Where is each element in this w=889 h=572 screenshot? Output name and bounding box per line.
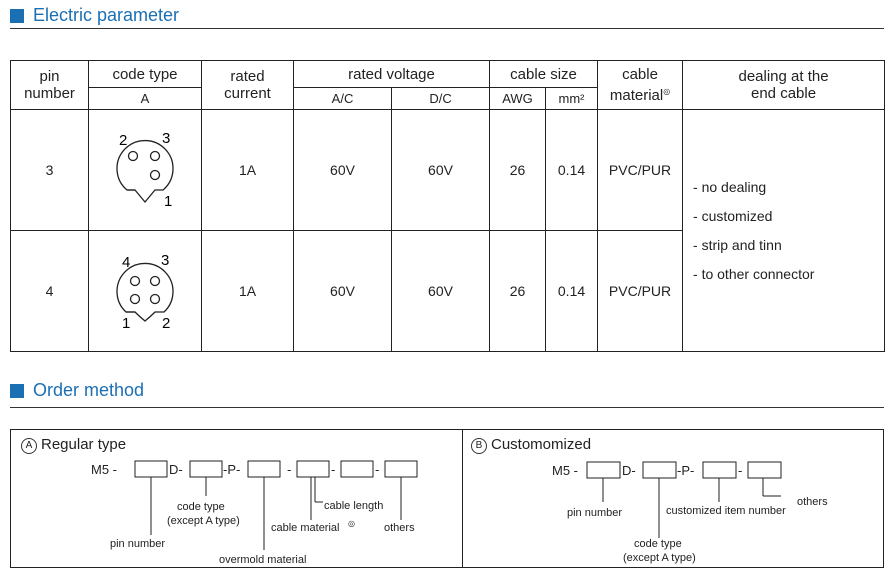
label-pin-number: pin number [567, 507, 622, 519]
electric-parameter-heading: Electric parameter [10, 5, 179, 26]
cell-dc: 60V [390, 230, 491, 352]
cell-pin-diagram: 2 3 1 [88, 109, 202, 231]
section-square-icon [10, 8, 24, 23]
label-code-type: code type [177, 501, 225, 513]
connector-3pin-diagram: 2 3 1 [116, 130, 174, 210]
table-row: 4 4 3 1 2 1A 60V 60V 26 0.14 PVC/PUR [10, 230, 885, 352]
circled-b-icon: B [471, 438, 487, 454]
pin-label: 3 [161, 252, 169, 269]
cell-pin: 3 [10, 109, 89, 231]
connector-4pin-diagram: 4 3 1 2 [116, 252, 174, 332]
circled-a-icon: A [21, 438, 37, 454]
header-mm2: mm² [545, 87, 599, 110]
cell-mm2: 0.14 [545, 230, 599, 352]
label-pin-number: pin number [110, 538, 165, 550]
cell-material: PVC/PUR [597, 230, 684, 352]
section-title: Electric parameter [33, 5, 180, 25]
header-rated-voltage: rated voltage [292, 60, 491, 88]
cell-awg: 26 [489, 109, 547, 231]
cell-current: 1A [201, 230, 294, 352]
cell-dc: 60V [390, 109, 491, 231]
cell-material: PVC/PUR [597, 109, 684, 231]
label-cable-material: cable material [271, 522, 339, 534]
code-segment: - [375, 462, 379, 477]
list-item: - customized [693, 207, 773, 224]
section-divider [10, 28, 884, 29]
code-segment: - [331, 462, 335, 477]
code-segment: - [738, 463, 742, 478]
cell-mm2: 0.14 [545, 109, 599, 231]
pin-label: 2 [162, 315, 170, 332]
code-box [747, 461, 782, 479]
cell-ac: 60V [293, 230, 392, 352]
label-others: others [384, 522, 415, 534]
label-except: (except A type) [167, 515, 240, 527]
header-cable-size: cable size [489, 60, 599, 88]
pin-label: 1 [122, 315, 130, 332]
cell-dealing-options: - no dealing - customized - strip and ti… [682, 109, 886, 352]
customized-code-diagram: M5 - D- -P- - pin number customized item… [552, 461, 828, 564]
order-method-heading: Order method [10, 380, 144, 401]
label-cable-length: cable length [324, 500, 383, 512]
section-title: Order method [33, 380, 145, 400]
label-customized-item: customized item number [666, 505, 786, 517]
list-item: - strip and tinn [693, 236, 782, 253]
code-box [642, 461, 677, 479]
code-box [296, 460, 330, 478]
pin-label: 2 [119, 132, 127, 149]
table-row: 3 2 3 1 1A 60V 60V 26 0.14 PVC/PUR - no … [10, 109, 886, 352]
header-ac: A/C [293, 87, 392, 110]
section-divider [10, 407, 884, 408]
code-box [134, 460, 168, 478]
regular-code-diagram: M5 - D- -P- - - - code type (except A ty… [91, 460, 418, 566]
label-overmold: overmold material [219, 554, 306, 566]
cell-pin: 4 [10, 230, 89, 352]
list-item: - to other connector [693, 265, 815, 282]
header-code-type: code type [88, 60, 202, 88]
label-except: (except A type) [623, 552, 696, 564]
header-awg: AWG [489, 87, 547, 110]
code-box [702, 461, 737, 479]
code-box [384, 460, 418, 478]
code-segment: D- [622, 463, 636, 478]
code-box [586, 461, 621, 479]
code-segment: D- [169, 462, 183, 477]
cell-pin-diagram: 4 3 1 2 [88, 230, 202, 352]
code-segment: -P- [677, 463, 694, 478]
material-note-mark: ◎ [348, 519, 355, 528]
code-box [189, 460, 223, 478]
cell-awg: 26 [489, 230, 547, 352]
header-code-type-a: A [88, 87, 202, 110]
label-others: others [797, 496, 828, 508]
code-box [247, 460, 281, 478]
code-segment: -P- [223, 462, 240, 477]
label-code-type: code type [634, 538, 682, 550]
header-dc: D/C [390, 87, 491, 110]
pin-label: 4 [122, 254, 130, 271]
code-prefix: M5 - [91, 462, 117, 477]
cell-current: 1A [201, 109, 294, 231]
code-box [340, 460, 374, 478]
code-prefix: M5 - [552, 463, 578, 478]
code-segment: - [287, 462, 291, 477]
cell-ac: 60V [293, 109, 392, 231]
column-divider [462, 430, 463, 567]
pin-label: 3 [162, 130, 170, 147]
pin-label: 1 [164, 193, 172, 210]
list-item: - no dealing [693, 178, 767, 195]
section-square-icon [10, 383, 24, 398]
